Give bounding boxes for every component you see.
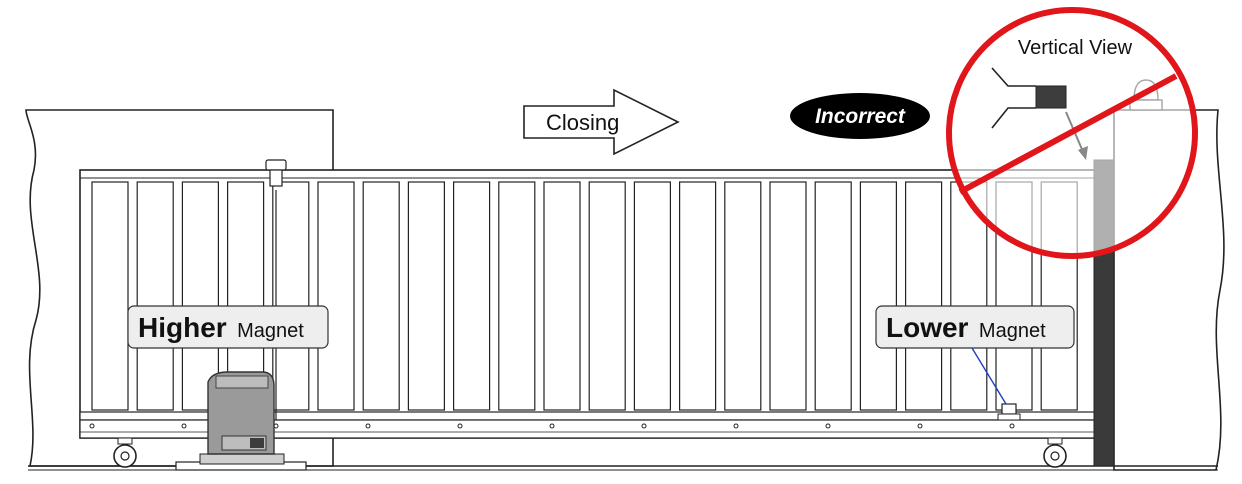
lower-label-bold: Lower [886,312,969,343]
rack-rivet [641,423,647,429]
rack-rivet [825,423,831,429]
gate-slat [181,181,219,411]
rack-rivet [89,423,95,429]
gate-slat [678,181,717,411]
higher-label-bold: Higher [138,312,227,343]
gate-motor-icon [175,371,307,471]
rack-rivet [365,423,371,429]
gate-slat [453,181,491,411]
gate-slat [950,181,988,411]
magnet-icon [997,403,1021,421]
rack-rivet [733,423,739,429]
gate-slat [543,181,581,411]
closing-label: Closing [546,110,619,135]
lower-magnet-label: Lower Magnet [886,312,1046,343]
gate-slats [91,181,1078,411]
rack-rivet [549,423,555,429]
rack-rivet [1009,423,1015,429]
lower-magnet-leader [971,347,1007,405]
gate-slat [769,181,807,411]
rack-rivet [917,423,923,429]
rack-rivet [457,423,463,429]
gate-slat [633,181,672,411]
rack-rivets [89,423,1015,429]
vertical-view-label: Vertical View [1018,37,1133,59]
gate-slat [407,181,445,411]
higher-magnet-label-box [127,305,329,349]
gate-slat [362,181,400,411]
gate-slat [724,181,762,411]
gate-slat [814,181,852,411]
gate-slat [136,181,174,411]
higher-magnet-label: Higher Magnet [138,312,304,343]
rack-rivet [181,423,187,429]
gate-slat [498,181,536,411]
lower-magnet-label-box [875,305,1075,349]
magnet-icon [265,159,287,420]
gate-slat [904,181,943,411]
incorrect-badge [790,93,930,139]
incorrect-label: Incorrect [815,105,906,128]
prohibition-sign-icon [946,7,1198,259]
gate-slat [317,181,355,411]
lower-label-rest: Magnet [979,320,1046,342]
gate-slat [588,181,626,411]
gate-slat [859,181,898,411]
gate-wheel-icon [1043,437,1067,468]
closing-arrow [523,88,680,156]
gate-slat [272,181,310,411]
gate-wheel-icon [113,437,137,468]
gate-slat [91,181,129,411]
higher-label-rest: Magnet [237,320,304,342]
